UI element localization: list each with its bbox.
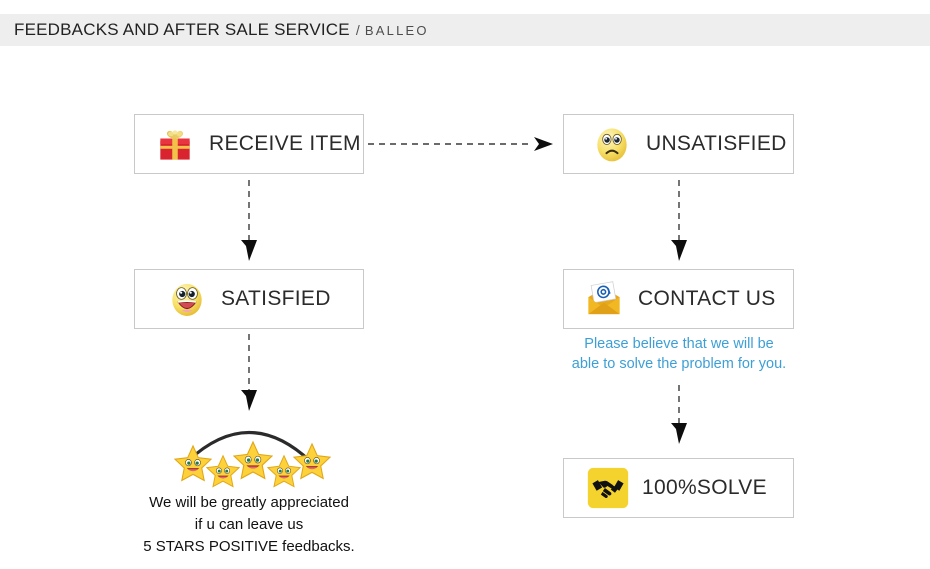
flow-box-unsatisfied[interactable]: UNSATISFIED [563,114,794,174]
sad-face-icon [597,128,627,162]
page-title: FEEDBACKS AND AFTER SALE SERVICE / BALLEO [14,20,429,40]
page-header-bar: FEEDBACKS AND AFTER SALE SERVICE / BALLEO [0,14,930,46]
connector-satisfied-to-stars [241,334,257,411]
email-envelope-icon [588,281,620,315]
connector-unsatisfied-to-contact [671,180,687,261]
star-icon-4 [267,454,301,488]
connector-receive-to-unsatisfied [368,137,553,151]
flow-box-contact-us[interactable]: CONTACT US [563,269,794,329]
connector-contact-to-solve [671,385,687,444]
flow-box-label: 100%SOLVE [642,476,767,499]
handshake-icon [587,467,629,509]
feedback-note-line-1: We will be greatly appreciated [149,494,349,511]
flow-box-receive-item[interactable]: RECEIVE ITEM [134,114,364,174]
star-icon-3 [233,440,273,480]
feedback-note-line-2: if u can leave us [194,516,304,533]
flow-box-solve[interactable]: 100%SOLVE [563,458,794,518]
star-icon-2 [206,454,240,488]
page-title-text: FEEDBACKS AND AFTER SALE SERVICE [14,20,350,39]
flow-box-label: RECEIVE ITEM [209,132,361,155]
gift-box-icon [160,130,190,160]
star-icon-5 [293,442,331,480]
feedback-note-line-3: 5 STARS POSITIVE feedbacks. [143,538,355,555]
contact-note-line-2: able to solve the problem for you. [571,356,787,372]
happy-face-icon [172,283,202,316]
five-star-rating [170,432,331,488]
feedback-request-note: We will be greatly appreciated if u can … [118,492,380,558]
flow-box-label: SATISFIED [221,287,331,310]
title-separator: / [355,22,360,38]
brand-name: BALLEO [364,23,429,38]
contact-note-line-1: Please believe that we will be [584,336,774,352]
contact-us-note: Please believe that we will be able to s… [540,334,818,374]
star-icon-1 [174,444,212,482]
flow-box-label: CONTACT US [638,287,776,310]
flow-box-satisfied[interactable]: SATISFIED [134,269,364,329]
flow-box-label: UNSATISFIED [646,132,787,155]
connector-receive-to-satisfied [241,180,257,261]
